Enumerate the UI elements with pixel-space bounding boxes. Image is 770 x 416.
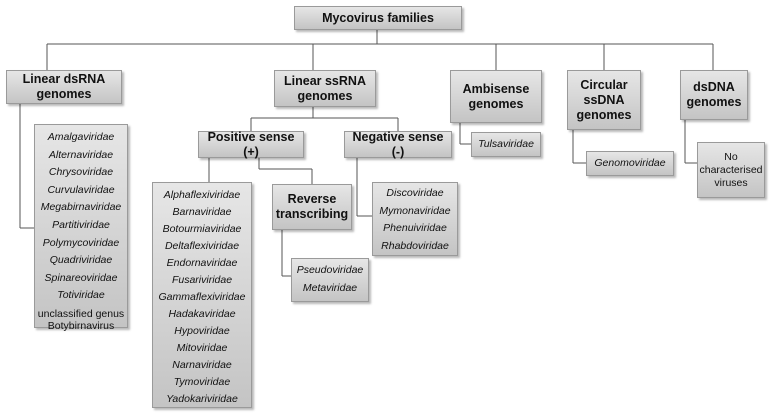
ambisense-families-list: Tulsaviridae	[471, 132, 541, 157]
family-item: Spinareoviridae	[44, 271, 118, 284]
node-title: Negative sense (-)	[352, 129, 444, 159]
node-title: genomes	[686, 95, 742, 109]
positive-sense-node: Positive sense (+)	[198, 129, 304, 159]
node-title: genomes	[36, 87, 92, 101]
node-title: Ambisense	[462, 81, 530, 96]
linear-ssrna-node: Linear ssRNA genomes	[274, 70, 376, 107]
family-item: Amalgaviridae	[47, 131, 115, 143]
family-item: Mitoviridae	[176, 342, 228, 354]
reverse-transcribing-node: Reverse transcribing	[272, 184, 352, 230]
linear-dsrna-families-list: Amalgaviridae Alternaviridae Chrysovirid…	[34, 124, 128, 332]
family-item: Tulsaviridae	[478, 137, 534, 150]
node-title: Positive sense (+)	[207, 129, 295, 159]
family-item: Metaviridae	[302, 281, 358, 294]
dsdna-node: dsDNA genomes	[680, 70, 748, 120]
negative-sense-node: Negative sense (-)	[344, 129, 452, 159]
family-item: Polymycoviridae	[42, 236, 120, 249]
circular-ssdna-families-list: Genomoviridae	[586, 151, 674, 176]
root-node: Mycovirus families	[294, 6, 462, 30]
linear-dsrna-node: Linear dsRNA genomes	[6, 70, 122, 104]
family-item: Discoviridae	[386, 187, 444, 199]
node-title: Reverse	[287, 192, 337, 206]
node-title: genomes	[297, 88, 353, 103]
reverse-transcribing-families-list: Pseudoviridae Metaviridae	[291, 258, 369, 302]
node-title: transcribing	[275, 207, 349, 221]
node-title: Linear ssRNA	[284, 73, 366, 88]
node-title: genomes	[468, 96, 524, 111]
family-item: Partitiviridae	[52, 218, 110, 231]
family-item: Endornaviridae	[166, 257, 238, 269]
family-item: Rhabdoviridae	[381, 239, 449, 252]
circular-ssdna-node: Circular ssDNA genomes	[567, 70, 641, 130]
family-item: Botourmiaviridae	[162, 223, 242, 235]
node-title: Linear dsRNA	[22, 72, 106, 86]
dsdna-note-box: No characterised viruses	[697, 142, 765, 198]
positive-sense-families-list: Alphaflexiviridae Barnaviridae Botourmia…	[152, 182, 252, 408]
no-viruses-note: characterised	[699, 163, 763, 176]
family-item: Genomoviridae	[594, 156, 666, 169]
root-title: Mycovirus families	[322, 10, 434, 25]
node-title: ssDNA	[583, 92, 625, 107]
family-item: Totiviridae	[57, 289, 105, 302]
family-item: Alphaflexiviridae	[163, 189, 241, 201]
node-title: genomes	[576, 107, 632, 122]
family-item: Fusariviridae	[171, 274, 233, 286]
family-item: Deltaflexiviridae	[164, 240, 240, 252]
family-item: Megabirnaviridae	[40, 201, 122, 214]
family-item: Curvulaviridae	[47, 183, 115, 196]
family-item: Quadriviridae	[49, 254, 113, 267]
no-viruses-note: viruses	[714, 176, 748, 189]
family-item: Alternaviridae	[48, 148, 114, 161]
family-item: Narnaviridae	[172, 359, 232, 371]
no-viruses-note: No	[724, 150, 738, 163]
node-title: Circular	[580, 77, 628, 92]
family-item: Yadokariviridae	[166, 393, 238, 405]
family-item: Mymonaviridae	[379, 204, 451, 217]
unclassified-genus-label: unclassified genus	[37, 307, 125, 320]
family-item: Phenuiviridae	[383, 222, 447, 235]
node-title: dsDNA	[693, 80, 735, 94]
ambisense-node: Ambisense genomes	[450, 70, 542, 123]
family-item: Gammaflexiviridae	[158, 291, 246, 303]
family-item: Barnaviridae	[172, 206, 232, 218]
family-item: Tymoviridae	[173, 376, 231, 388]
family-item: Hadakaviridae	[168, 308, 236, 320]
family-item: Hypoviridae	[174, 325, 230, 337]
family-item: Chrysoviridae	[48, 166, 114, 179]
negative-sense-families-list: Discoviridae Mymonaviridae Phenuiviridae…	[372, 182, 458, 256]
family-item: Pseudoviridae	[296, 264, 364, 276]
unclassified-genus-name: Botybirnavirus	[47, 319, 115, 332]
